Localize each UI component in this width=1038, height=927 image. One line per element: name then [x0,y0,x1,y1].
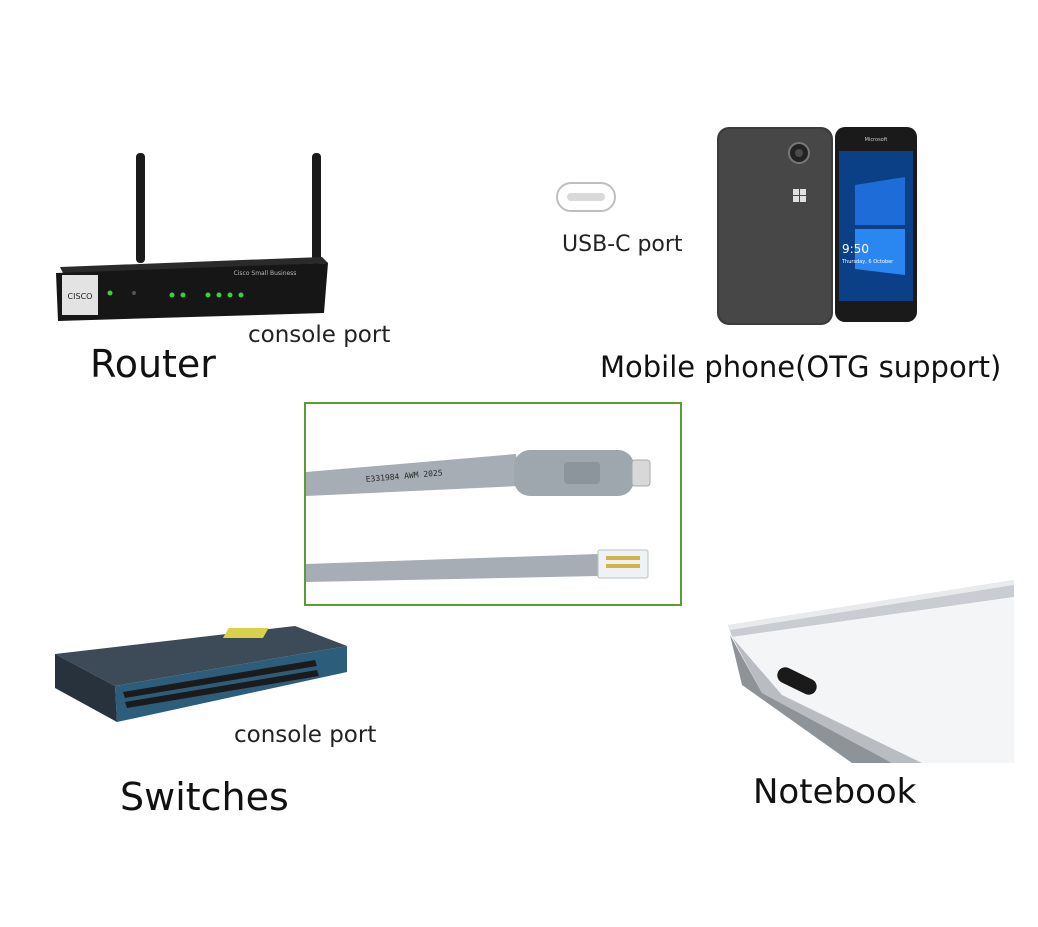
usb-c-port-icon [555,180,617,214]
switch-console-label: console port [234,722,377,748]
router-logo: CISCO [68,292,93,301]
mobile-phone-image: Microsoft 9:50 Thursday, 6 October [705,125,925,330]
mobile-phone-label: Mobile phone(OTG support) [600,350,1002,384]
router-image: CISCO Cisco Small Business [50,145,330,325]
phone-time: 9:50 [842,242,869,256]
phone-brand-text: Microsoft [865,137,888,143]
usb-c-port-label: USB-C port [562,232,683,257]
router-label: Router [90,342,216,386]
cable-frame: E331984 AWM 2025 [304,402,682,606]
switch-image [55,624,350,729]
router-brand-text: Cisco Small Business [234,270,297,277]
notebook-label: Notebook [753,772,917,812]
router-console-label: console port [248,322,391,348]
switches-label: Switches [120,775,289,819]
phone-date: Thursday, 6 October [841,259,894,265]
notebook-image [722,575,1017,765]
